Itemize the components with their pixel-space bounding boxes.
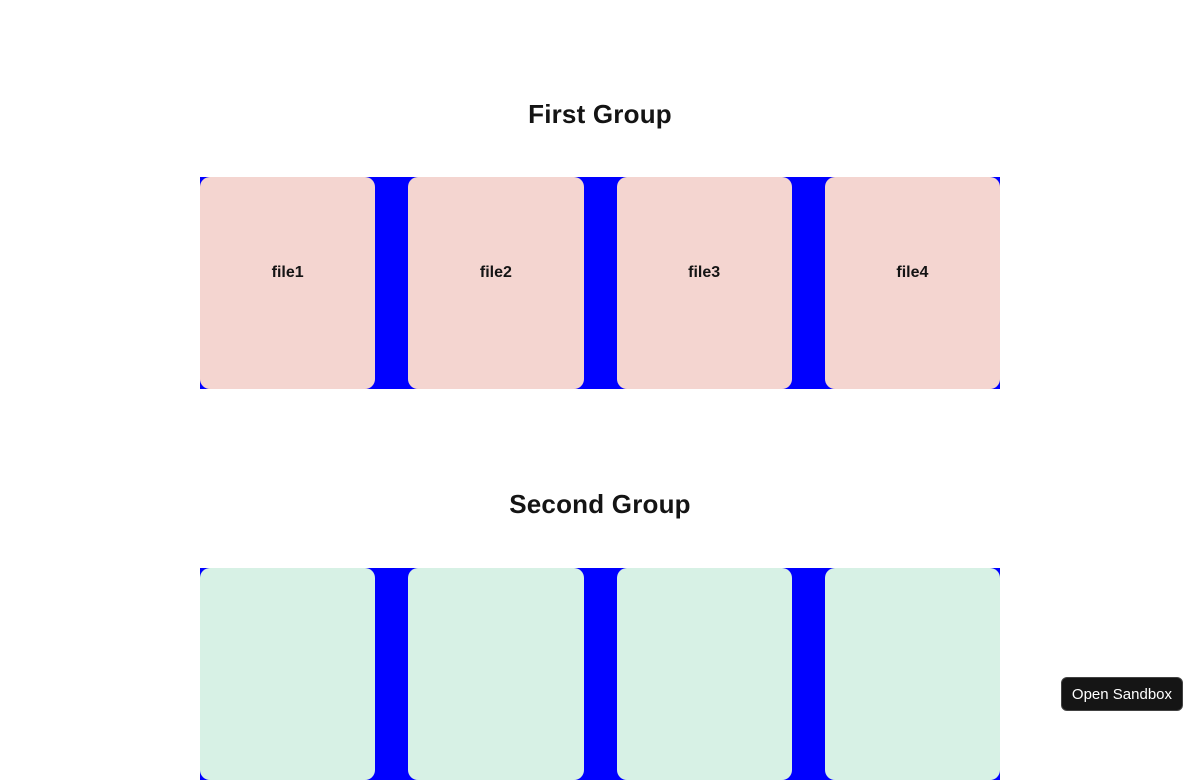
file-tile: file3 [616, 177, 792, 389]
first-group-title: First Group [528, 99, 672, 129]
second-group-title: Second Group [509, 489, 691, 519]
page-content: First Group file1 file2 file3 file4 Seco… [200, 99, 1000, 780]
tile-label: file1 [271, 264, 304, 281]
file-tile: file1 [200, 177, 376, 389]
tile-label: file4 [896, 264, 929, 281]
tile-label: file3 [688, 264, 721, 281]
file-tile [408, 568, 584, 780]
first-group-row: file1 file2 file3 file4 [200, 177, 1000, 389]
tile-label: file2 [479, 264, 512, 281]
file-tile [824, 568, 1000, 780]
file-tile [200, 568, 376, 780]
second-group-row [200, 568, 1000, 780]
open-sandbox-button[interactable]: Open Sandbox [1060, 677, 1183, 711]
file-tile: file4 [824, 177, 1000, 389]
file-tile: file2 [408, 177, 584, 389]
file-tile [616, 568, 792, 780]
